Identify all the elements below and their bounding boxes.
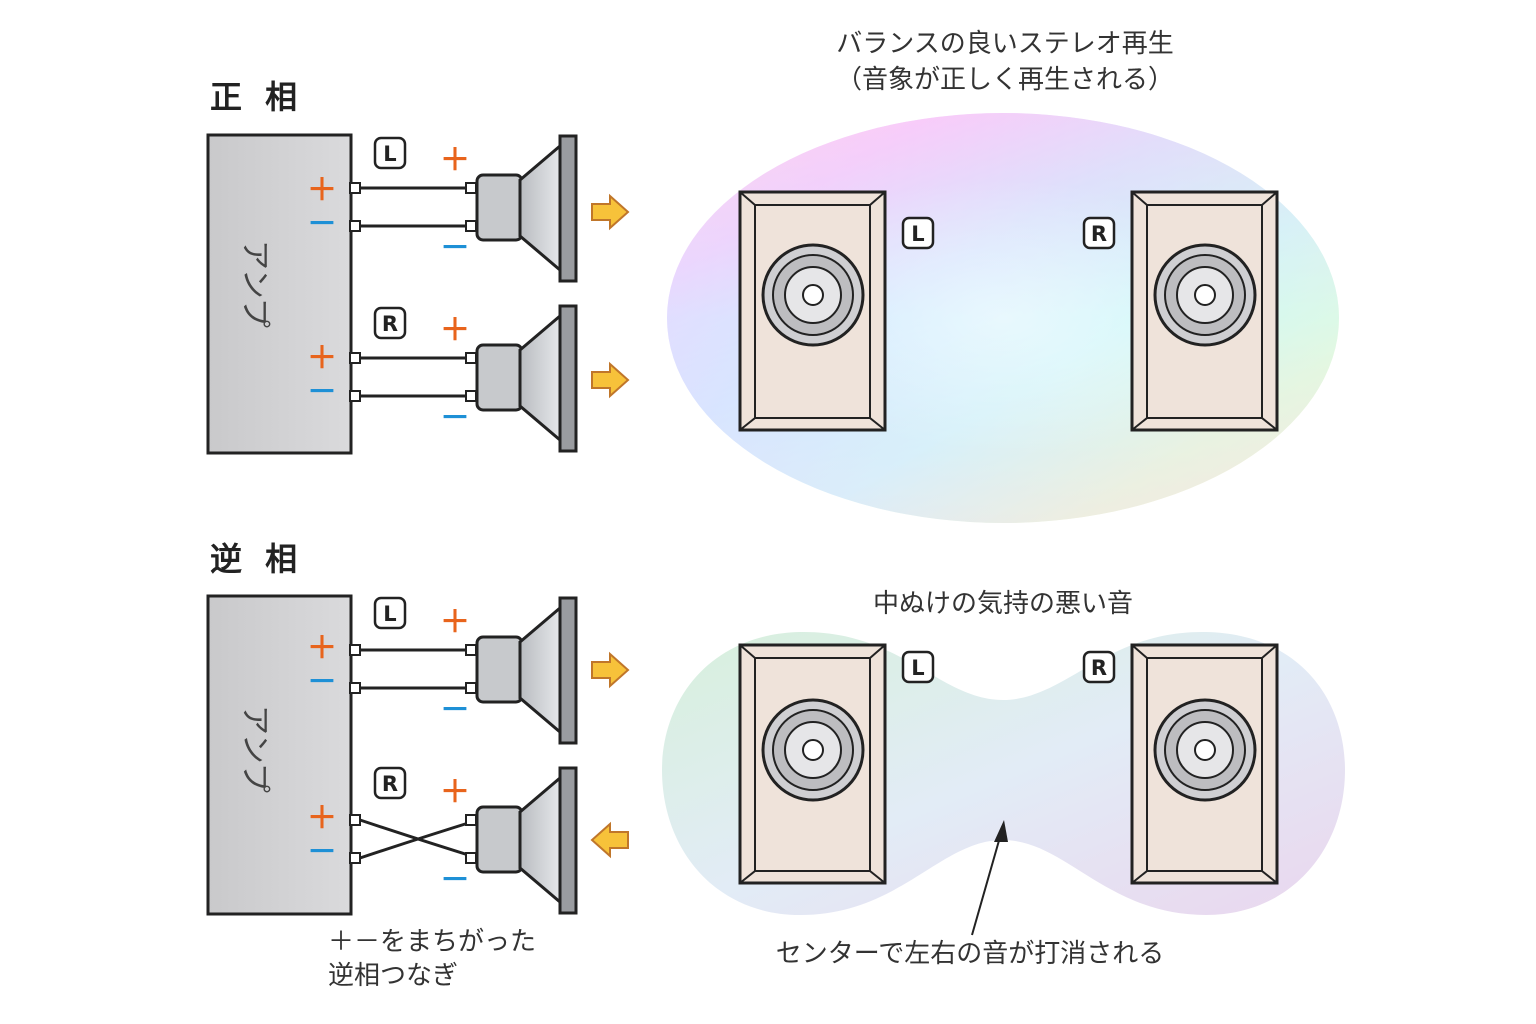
wiring-note-line2: 逆相つなぎ: [328, 961, 458, 991]
result-caption-line2: （音象が正しく再生される）: [836, 65, 1174, 95]
speaker-minus-terminal: －: [440, 863, 470, 898]
amp-minus-terminal: －: [307, 375, 337, 410]
sound-in-arrow-icon: [590, 821, 629, 859]
room-label-right-text: R: [1091, 222, 1107, 246]
speaker-driver-icon: [475, 766, 578, 915]
sound-out-arrow-icon: [591, 651, 630, 689]
amplifier-box: [206, 133, 353, 455]
sound-out-arrow-icon: [591, 193, 630, 231]
amp-plus-terminal: ＋: [307, 801, 337, 836]
channel-left: L ＋ － ＋ －: [307, 596, 630, 745]
amplifier-label: アンプ: [237, 240, 272, 328]
center-pointer-arrowhead-icon: [994, 820, 1008, 842]
speaker-driver-icon: [475, 596, 578, 745]
speaker-minus-terminal: －: [440, 401, 470, 436]
speaker-cabinet-left: [738, 190, 887, 432]
channel-right: R ＋ － ＋ －: [307, 304, 630, 453]
speaker-cabinet-left: [738, 643, 887, 885]
channel-right-crossed: R ＋ － ＋ －: [307, 766, 629, 915]
result-caption: 中ぬけの気持の悪い音: [873, 589, 1133, 619]
room-label-left-text: L: [911, 222, 924, 246]
result-caption-line1: バランスの良いステレオ再生: [836, 29, 1173, 59]
in-phase-section: 正 相 アンプ L ＋ － ＋ －: [206, 29, 1339, 523]
speaker-plus-terminal: ＋: [440, 605, 470, 640]
channel-badge-label: R: [382, 772, 398, 796]
amp-plus-terminal: ＋: [307, 173, 337, 208]
amplifier-box: [206, 594, 353, 916]
wiring-note-line1: ＋－をまちがった: [328, 927, 536, 957]
center-note: センターで左右の音が打消される: [776, 939, 1164, 969]
amp-plus-terminal: ＋: [307, 631, 337, 666]
speaker-minus-terminal: －: [440, 693, 470, 728]
room-label-right: [1082, 216, 1116, 250]
speaker-minus-terminal: －: [440, 231, 470, 266]
in-phase-title: 正 相: [210, 78, 303, 116]
room-label-right-text: R: [1091, 656, 1107, 680]
amp-minus-terminal: －: [307, 835, 337, 870]
speaker-cabinet-right: [1130, 643, 1279, 885]
channel-badge: [373, 306, 407, 340]
speaker-driver-icon: [475, 134, 578, 283]
channel-left: L ＋ － ＋ －: [307, 134, 630, 283]
center-pointer-line: [971, 829, 1003, 936]
channel-badge-label: R: [382, 312, 398, 336]
room-label-left: [901, 650, 935, 684]
room-label-left: [901, 216, 935, 250]
amplifier-label: アンプ: [237, 705, 272, 793]
amp-minus-terminal: －: [307, 207, 337, 242]
amp-plus-terminal: ＋: [307, 341, 337, 376]
room-label-left-text: L: [911, 656, 924, 680]
channel-badge-label: L: [383, 142, 396, 166]
channel-badge-label: L: [383, 602, 396, 626]
room-label-right: [1082, 650, 1116, 684]
speaker-plus-terminal: ＋: [440, 313, 470, 348]
sound-out-arrow-icon: [591, 361, 630, 399]
speaker-cabinet-right: [1130, 190, 1279, 432]
speaker-plus-terminal: ＋: [440, 143, 470, 178]
reverse-phase-section: 逆 相 アンプ L ＋ － ＋ － R: [206, 540, 1345, 991]
speaker-driver-icon: [475, 304, 578, 453]
amp-minus-terminal: －: [307, 665, 337, 700]
channel-badge: [373, 136, 407, 170]
speaker-plus-terminal: ＋: [440, 775, 470, 810]
reverse-phase-title: 逆 相: [210, 540, 303, 578]
